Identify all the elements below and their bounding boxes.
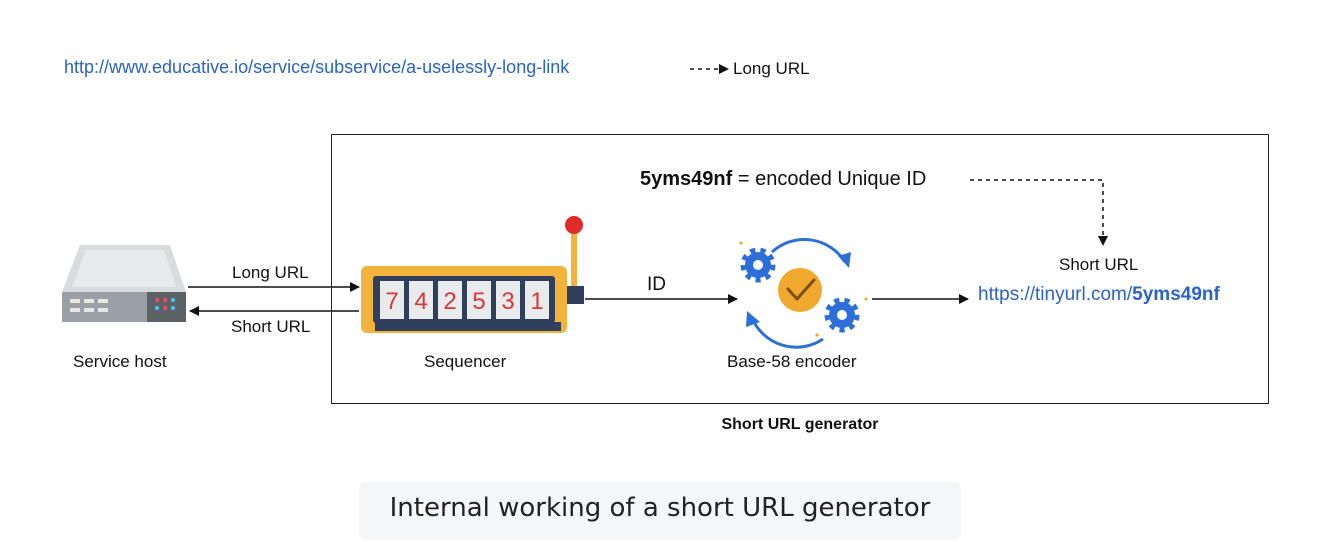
sequencer-icon: 7 4 2 5 3 1 [361, 216, 584, 333]
encoded-id-text: = encoded Unique ID [732, 168, 927, 190]
sequencer-digit-1: 7 [385, 288, 398, 315]
id-arrow-label: ID [647, 274, 666, 295]
caption: Internal working of a short URL generato… [389, 493, 931, 523]
encoder-icon [739, 238, 868, 349]
sequencer-digit-2: 4 [414, 288, 427, 315]
sequencer-digit-3: 2 [443, 288, 456, 315]
sequencer-digit-5: 3 [501, 288, 514, 315]
sequencer-digit-4: 5 [472, 288, 485, 315]
sequencer-label: Sequencer [424, 352, 507, 371]
server-icon [62, 245, 186, 322]
encoded-id-dashed-arrow [970, 179, 1108, 246]
long-url-arrow-label: Long URL [232, 263, 309, 282]
short-url-arrow-label: Short URL [231, 317, 311, 336]
sequencer-digit-6: 1 [530, 288, 543, 315]
encoder-label: Base-58 encoder [727, 352, 857, 371]
short-url-output[interactable]: https://tinyurl.com/5yms49nf [978, 284, 1220, 306]
gear-icon [824, 297, 860, 333]
generator-title: Short URL generator [721, 416, 879, 433]
gear-icon [740, 247, 776, 283]
encoded-id-value: 5yms49nf [640, 168, 733, 190]
long-url-link[interactable]: http://www.educative.io/service/subservi… [64, 57, 570, 77]
short-url-generator-box [331, 134, 1269, 404]
long-url-tag: Long URL [733, 59, 810, 78]
encoded-id-label: 5yms49nf = encoded Unique ID [640, 168, 926, 191]
caption-box [359, 482, 961, 540]
service-host-label: Service host [73, 352, 167, 371]
short-url-label: Short URL [1059, 255, 1139, 274]
short-url-code: 5yms49nf [1132, 284, 1220, 305]
short-url-prefix: https://tinyurl.com/ [978, 284, 1133, 305]
